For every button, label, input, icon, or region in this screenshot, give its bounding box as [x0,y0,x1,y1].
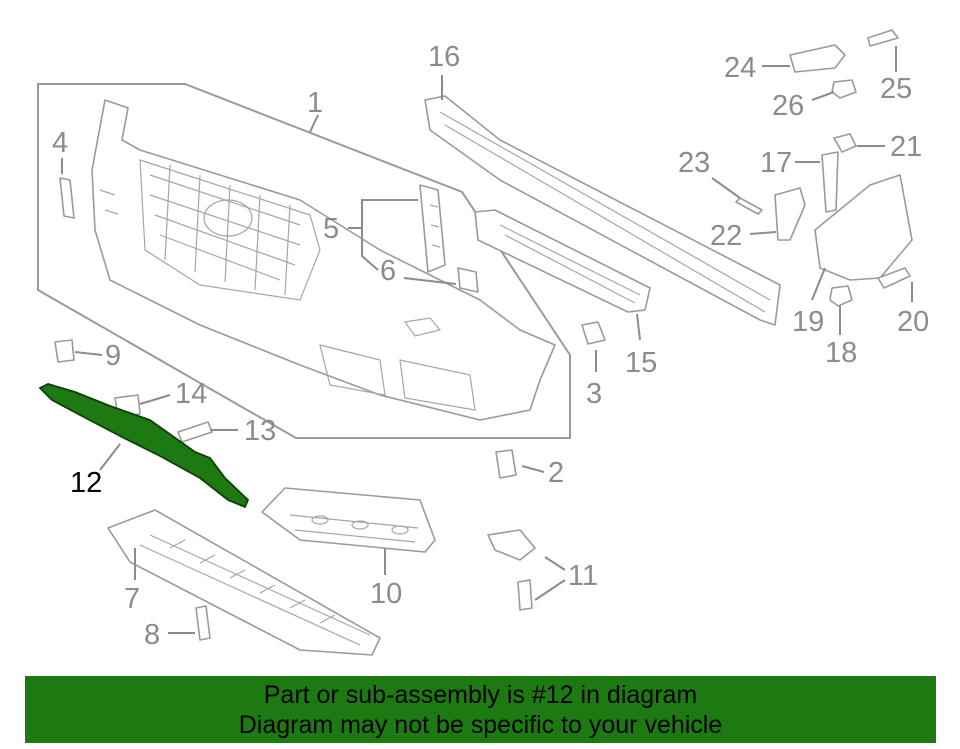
clip-part-2 [495,449,517,479]
nut-part-21 [833,133,857,153]
bracket-part-24 [789,44,846,73]
highlighted-part-12 [38,383,250,509]
callout-16: 16 [428,41,460,73]
callout-26: 26 [772,90,804,122]
screw-part-11 [517,579,533,611]
bolt-part-25 [867,29,899,47]
callout-13: 13 [244,415,276,447]
callout-8: 8 [144,619,160,651]
callout-2: 2 [548,457,564,489]
lower-grille-part-10 [261,487,436,553]
callout-10: 10 [370,578,402,610]
callout-1: 1 [307,87,323,119]
bolt-part-17 [821,151,839,213]
callout-5: 5 [323,213,339,245]
leader-lines [61,46,913,634]
bracket-part-22 [774,187,806,241]
callout-23: 23 [678,147,710,179]
screw-part-8 [195,605,211,641]
bolt-part-20 [877,267,911,289]
screw-part-13 [177,421,213,443]
bumper-cover-part-1 [91,99,556,421]
clip-part-3 [581,321,606,345]
callout-22: 22 [710,220,742,252]
info-banner: Part or sub-assembly is #12 in diagram D… [25,676,936,743]
clip-part-4 [59,177,75,219]
banner-line-part-number: Part or sub-assembly is #12 in diagram [263,681,698,709]
nut-part-26 [831,79,857,99]
callout-19: 19 [792,306,824,338]
clip-part-9 [54,339,75,363]
callout-25: 25 [880,73,912,105]
callout-7: 7 [124,583,140,615]
callout-15: 15 [625,347,657,379]
callout-11: 11 [568,560,598,592]
bracket-part-11 [487,529,536,561]
callout-6: 6 [380,255,396,287]
callout-9: 9 [105,340,121,372]
bumper-assembly-frame [37,83,571,439]
bracket-part-5 [419,184,446,273]
callout-24: 24 [724,52,756,84]
energy-absorber-part-15 [474,209,651,313]
callout-18: 18 [825,337,857,369]
callout-17: 17 [760,147,792,179]
clip-part-6 [457,267,479,293]
undershield-part-7 [107,509,381,656]
reinforcement-bar-part-16 [424,95,781,326]
nut-part-18 [829,285,853,307]
callout-21: 21 [890,131,922,163]
callout-20: 20 [897,306,929,338]
callout-14: 14 [175,378,207,410]
callout-4: 4 [52,127,68,159]
callout-12: 12 [70,467,102,499]
screw-part-23 [735,197,763,215]
callout-3: 3 [586,378,602,410]
banner-line-disclaimer: Diagram may not be specific to your vehi… [238,711,723,739]
